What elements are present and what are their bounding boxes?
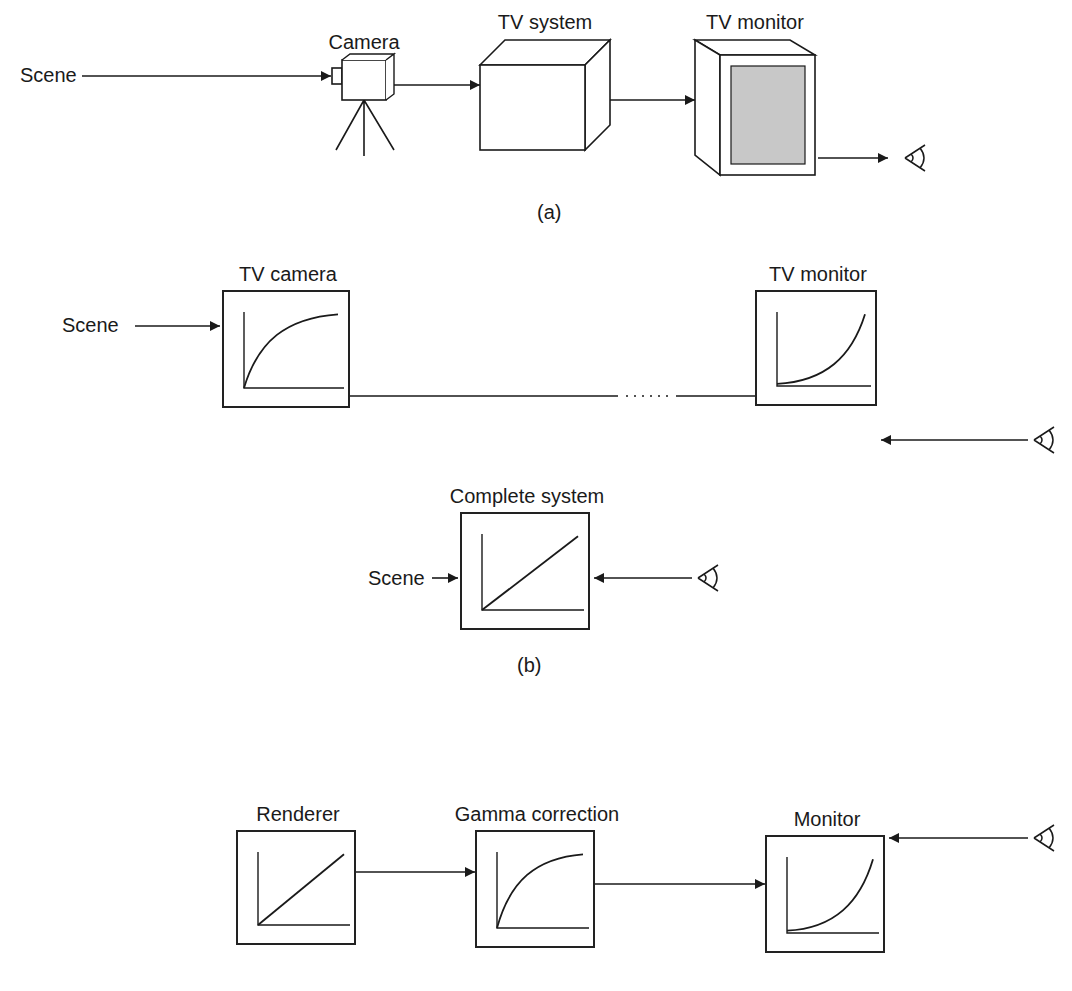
eye-symbol (1034, 427, 1054, 453)
part-label: (b) (517, 653, 541, 677)
graph-axes (497, 852, 589, 928)
graph-axes (482, 534, 584, 610)
monitor-side (695, 40, 720, 175)
graph-axes (787, 857, 879, 933)
gamma-curve (258, 854, 344, 925)
graph-box: TV camera (222, 290, 350, 408)
node-heading: Camera (328, 30, 399, 54)
box-front (480, 65, 585, 150)
node-outline (757, 292, 875, 404)
view-arrow (881, 439, 1028, 441)
graph-box: Renderer (236, 830, 356, 945)
node-heading: Gamma correction (455, 802, 620, 826)
monitor-front (720, 55, 815, 175)
scene-arrow (82, 75, 331, 77)
node-heading: TV camera (239, 262, 337, 286)
graph-axes (777, 312, 871, 386)
input-label: Scene (368, 566, 425, 590)
camera-lens (332, 68, 342, 84)
node-heading: Monitor (794, 807, 861, 831)
gamma-curve (777, 314, 865, 384)
eye-symbol (905, 145, 925, 171)
view-arrow (818, 157, 888, 159)
eye-symbol (1034, 825, 1054, 851)
signal-line (610, 99, 695, 101)
gamma-curve (497, 854, 583, 928)
gamma-curve (482, 536, 578, 610)
view-arrow (889, 837, 1028, 839)
device-box: TV system (480, 40, 610, 150)
view-arrow (594, 577, 692, 579)
node-heading: Renderer (256, 802, 339, 826)
node-outline (695, 40, 815, 175)
eye-symbol (905, 145, 925, 171)
scene-arrow (135, 325, 220, 327)
part-label: (a) (537, 200, 561, 224)
graph-box: Monitor (765, 835, 885, 953)
graph-box: Complete system (460, 512, 590, 630)
node-outline (238, 832, 354, 943)
input-label: Scene (20, 63, 77, 87)
camera-body (342, 54, 394, 100)
gamma-curve (244, 314, 338, 388)
node-heading: TV monitor (706, 10, 804, 34)
eye-symbol (698, 565, 718, 591)
signal-line (350, 395, 755, 397)
eye-symbol (698, 565, 718, 591)
camera-tripod (336, 100, 394, 156)
signal-line (595, 883, 765, 885)
graph-box: TV monitor (755, 290, 877, 406)
node-outline (462, 514, 588, 628)
box-side (585, 40, 610, 150)
eye-symbol (1034, 427, 1054, 453)
camera-body (342, 60, 386, 100)
node-heading: TV monitor (769, 262, 867, 286)
device-box: TV monitor (695, 40, 815, 175)
node-heading: TV system (498, 10, 592, 34)
signal-line (386, 84, 480, 86)
monitor-screen (731, 66, 805, 164)
graph-axes (244, 312, 344, 388)
eye-symbol (1034, 825, 1054, 851)
graph-box: Gamma correction (475, 830, 595, 948)
node-outline (224, 292, 348, 406)
node-outline (480, 40, 610, 150)
gamma-curve (787, 859, 873, 930)
node-heading: Complete system (450, 484, 605, 508)
node-outline (342, 60, 386, 100)
input-label: Scene (62, 313, 119, 337)
signal-line (356, 871, 475, 873)
camera-icon: Camera (342, 60, 386, 100)
scene-arrow (432, 577, 458, 579)
node-outline (767, 837, 883, 951)
node-outline (477, 832, 593, 946)
graph-axes (258, 852, 350, 925)
